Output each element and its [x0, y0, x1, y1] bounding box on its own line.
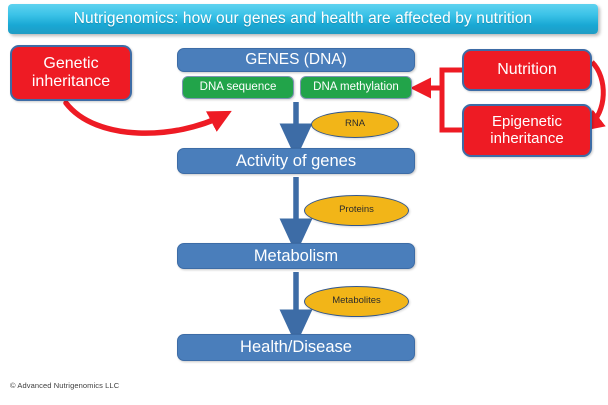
node-dna-sequence[interactable]: DNA sequence — [182, 76, 294, 99]
epigenetic-inheritance-line1: Epigenetic — [491, 112, 563, 130]
metabolites-label: Metabolites — [332, 295, 381, 307]
nutrition-label: Nutrition — [497, 61, 557, 79]
epigenetic-inheritance-line2: inheritance — [490, 129, 564, 147]
node-metabolism[interactable]: Metabolism — [177, 243, 415, 269]
node-nutrition[interactable]: Nutrition — [462, 49, 592, 91]
node-genes-dna[interactable]: GENES (DNA) — [177, 48, 415, 72]
genes-dna-label: GENES (DNA) — [245, 51, 347, 69]
node-health-disease[interactable]: Health/Disease — [177, 334, 415, 361]
metabolism-label: Metabolism — [253, 246, 339, 265]
page-title: Nutrigenomics: how our genes and health … — [73, 10, 533, 27]
health-disease-label: Health/Disease — [240, 338, 352, 357]
activity-of-genes-label: Activity of genes — [235, 151, 357, 170]
genetic-inheritance-line2: inheritance — [31, 73, 111, 90]
node-metabolites[interactable]: Metabolites — [304, 286, 409, 317]
dna-sequence-label: DNA sequence — [199, 81, 277, 94]
diagram-title-banner: Nutrigenomics: how our genes and health … — [8, 4, 598, 34]
node-rna[interactable]: RNA — [311, 111, 399, 138]
proteins-label: Proteins — [339, 204, 374, 216]
node-epigenetic-inheritance[interactable]: Epigenetic inheritance — [462, 104, 592, 157]
node-dna-methylation[interactable]: DNA methylation — [300, 76, 412, 99]
arrow-nutrition-to-dna-methylation — [439, 67, 462, 133]
node-activity-of-genes[interactable]: Activity of genes — [177, 148, 415, 174]
arrow-genetic-to-dna-sequence — [63, 100, 232, 136]
genetic-inheritance-line1: Genetic — [43, 55, 99, 73]
node-genetic-inheritance[interactable]: Genetic inheritance — [10, 45, 132, 101]
rna-label: RNA — [344, 118, 366, 130]
copyright-notice: © Advanced Nutrigenomics LLC — [10, 381, 120, 390]
dna-methylation-label: DNA methylation — [313, 81, 399, 94]
node-proteins[interactable]: Proteins — [304, 195, 409, 226]
